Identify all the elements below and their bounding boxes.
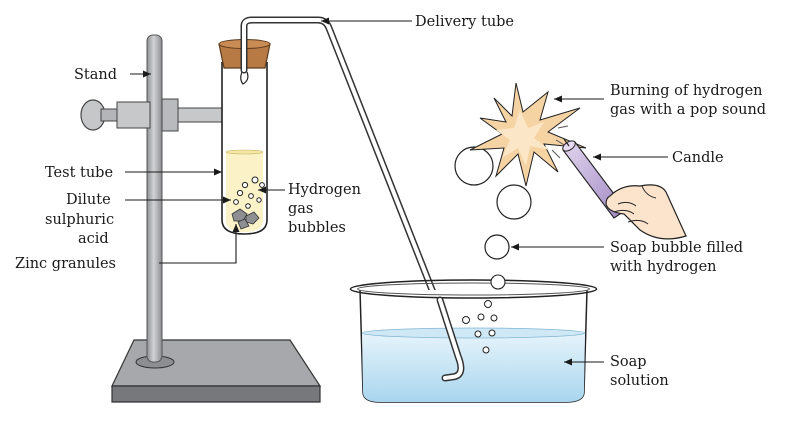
leader-arrowheads [143, 17, 601, 366]
hand [605, 184, 687, 240]
stand-base [111, 339, 322, 403]
label-hydrogen-line2: gas [288, 201, 313, 217]
label-candle: Candle [672, 150, 724, 166]
soap-trough [349, 274, 598, 403]
label-soap-solution-line2: solution [610, 373, 669, 389]
label-hydrogen-line3: bubbles [288, 220, 346, 236]
rising-soap-bubble [490, 274, 506, 290]
bubbles-in-solution [462, 300, 498, 354]
stand-rod [146, 34, 163, 363]
label-stand: Stand [74, 67, 117, 83]
label-test-tube: Test tube [45, 165, 113, 181]
zinc-granules [231, 208, 260, 230]
hydrogen-flame-burst [469, 82, 587, 187]
label-zinc-granules: Zinc granules [15, 256, 116, 272]
label-dilute-line2: sulphuric [45, 212, 114, 228]
hydrogen-bubbles-in-tube [233, 176, 265, 209]
label-delivery-tube: Delivery tube [415, 14, 514, 30]
soap-solution [362, 333, 585, 402]
label-soap-bubble-line2: with hydrogen [610, 259, 717, 275]
label-hydrogen-line1: Hydrogen [288, 182, 361, 198]
label-dilute-line1: Dilute [66, 192, 111, 208]
label-soap-bubble-line1: Soap bubble filled [610, 240, 743, 256]
soap-bubbles-air [454, 146, 532, 260]
clamp [80, 98, 223, 132]
label-dilute-line3: acid [78, 231, 109, 247]
label-soap-solution-line1: Soap [610, 354, 647, 370]
label-burning-line2: gas with a pop sound [610, 102, 766, 118]
label-burning-line1: Burning of hydrogen [610, 83, 763, 99]
leader-lines [125, 20, 668, 363]
